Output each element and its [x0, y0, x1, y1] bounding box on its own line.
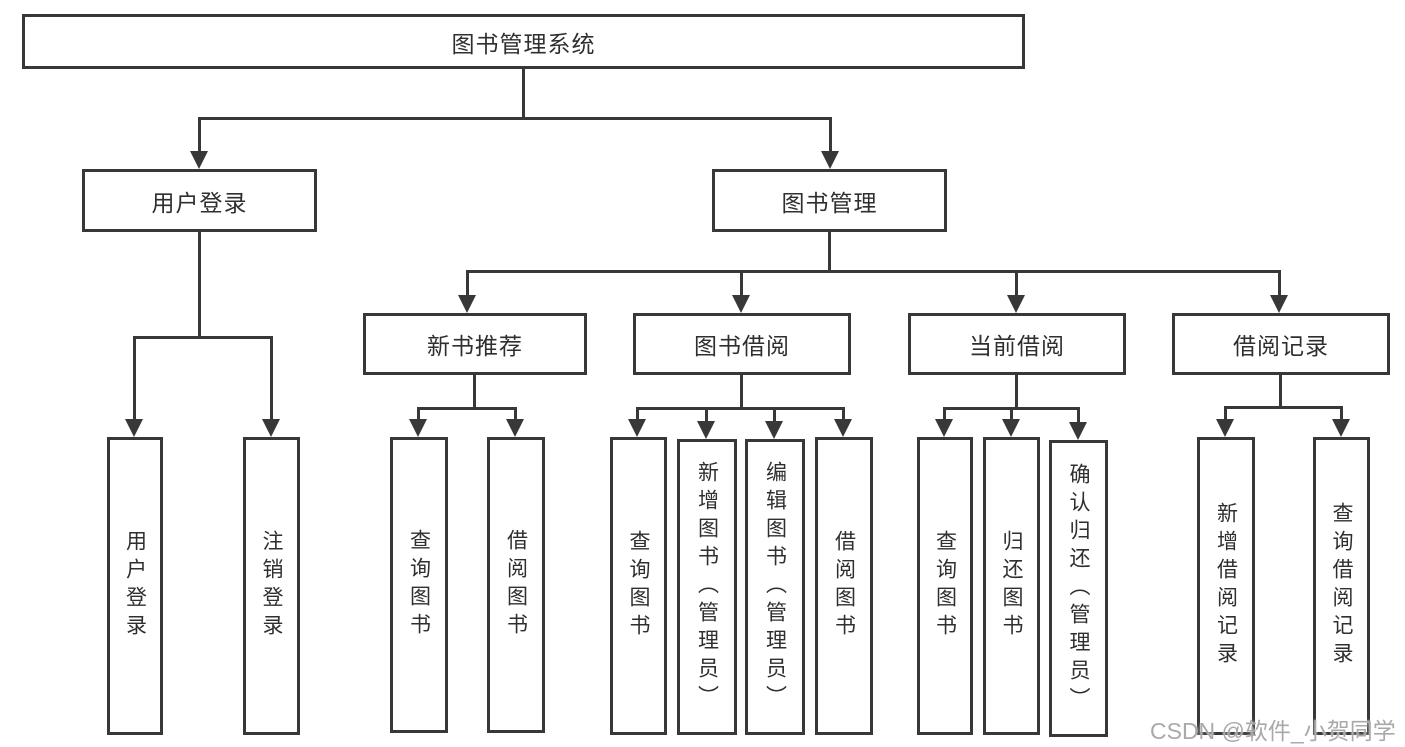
leaf-borrow-book-borrow-label: 借阅图书	[832, 530, 856, 642]
arrow-down-icon	[935, 419, 953, 437]
connector-line	[514, 407, 517, 421]
arrow-down-icon	[1069, 422, 1087, 440]
connector-line	[943, 407, 946, 421]
arrow-down-icon	[190, 151, 208, 169]
connector-line	[1077, 407, 1080, 424]
connector-line	[1279, 375, 1282, 406]
arrow-down-icon	[821, 151, 839, 169]
node-user-login-group-label: 用户登录	[151, 189, 248, 216]
connector-line	[740, 375, 743, 407]
leaf-return-book-label: 归还图书	[1000, 530, 1024, 642]
arrow-down-icon	[834, 419, 852, 437]
leaf-logout: 注销登录	[243, 437, 300, 735]
arrow-down-icon	[458, 295, 476, 313]
leaf-return-book: 归还图书	[983, 437, 1040, 735]
arrow-down-icon	[732, 295, 750, 313]
leaf-borrow-book-borrow: 借阅图书	[815, 437, 873, 735]
leaf-logout-label: 注销登录	[260, 530, 284, 642]
connector-line	[705, 407, 708, 423]
connector-line	[473, 375, 476, 407]
node-new-book-rec: 新书推荐	[363, 313, 587, 375]
node-root-label: 图书管理系统	[451, 30, 596, 57]
connector-line	[417, 407, 420, 421]
connector-line	[1340, 406, 1343, 421]
connector-line	[522, 69, 525, 117]
leaf-query-book-rec: 查询图书	[390, 437, 448, 733]
connector-line	[1015, 375, 1018, 407]
connector-line	[417, 407, 516, 410]
leaf-add-book-admin-label: 新增图书（管理员）	[695, 461, 719, 713]
node-book-borrow-label: 图书借阅	[694, 333, 790, 359]
arrow-down-icon	[262, 419, 280, 437]
arrow-down-icon	[1332, 419, 1350, 437]
leaf-user-login-label: 用户登录	[123, 530, 147, 642]
connector-line	[636, 407, 844, 410]
arrow-down-icon	[697, 421, 715, 439]
node-borrow-records-label: 借阅记录	[1233, 333, 1329, 359]
connector-line	[270, 336, 273, 421]
arrow-down-icon	[125, 419, 143, 437]
leaf-query-book-current: 查询图书	[917, 437, 973, 735]
leaf-query-book-borrow: 查询图书	[610, 437, 667, 735]
leaf-confirm-return-admin-label: 确认归还（管理员）	[1067, 462, 1091, 715]
connector-line	[1278, 270, 1281, 297]
leaf-borrow-book-rec-label: 借阅图书	[504, 529, 528, 641]
arrow-down-icon	[1270, 295, 1288, 313]
connector-line	[773, 407, 776, 423]
leaf-edit-book-admin: 编辑图书（管理员）	[745, 439, 805, 735]
connector-line	[1010, 407, 1013, 421]
node-root: 图书管理系统	[22, 14, 1025, 69]
leaf-user-login: 用户登录	[107, 437, 163, 735]
node-borrow-records: 借阅记录	[1172, 313, 1390, 375]
arrow-down-icon	[628, 419, 646, 437]
leaf-edit-book-admin-label: 编辑图书（管理员）	[763, 461, 787, 713]
arrow-down-icon	[506, 419, 524, 437]
connector-line	[1015, 270, 1018, 297]
connector-line	[636, 407, 639, 421]
node-current-borrow-label: 当前借阅	[969, 333, 1065, 359]
leaf-query-book-rec-label: 查询图书	[407, 529, 431, 641]
leaf-add-book-admin: 新增图书（管理员）	[677, 439, 737, 735]
connector-line	[133, 336, 136, 421]
connector-line	[466, 270, 1281, 273]
leaf-query-borrow-record-label: 查询借阅记录	[1330, 502, 1354, 670]
arrow-down-icon	[1007, 295, 1025, 313]
connector-line	[842, 407, 845, 421]
connector-line	[828, 232, 831, 270]
connector-line	[198, 117, 832, 120]
connector-line	[466, 270, 469, 297]
leaf-confirm-return-admin: 确认归还（管理员）	[1049, 440, 1108, 737]
arrow-down-icon	[765, 421, 783, 439]
arrow-down-icon	[1002, 419, 1020, 437]
leaf-query-book-borrow-label: 查询图书	[627, 530, 651, 642]
leaf-query-borrow-record: 查询借阅记录	[1313, 437, 1370, 735]
leaf-add-borrow-record-label: 新增借阅记录	[1214, 502, 1238, 670]
connector-line	[829, 117, 832, 153]
connector-line	[740, 270, 743, 297]
connector-line	[198, 232, 201, 336]
leaf-query-book-current-label: 查询图书	[933, 530, 957, 642]
csdn-watermark: CSDN @软件_小贺同学	[1150, 718, 1396, 744]
connector-line	[1224, 406, 1342, 409]
connector-line	[1224, 406, 1227, 421]
connector-line	[133, 336, 273, 339]
connector-line	[198, 117, 201, 153]
arrow-down-icon	[409, 419, 427, 437]
leaf-add-borrow-record: 新增借阅记录	[1197, 437, 1255, 735]
node-book-mgmt-group-label: 图书管理	[781, 189, 878, 216]
leaf-borrow-book-rec: 借阅图书	[487, 437, 545, 733]
node-user-login-group: 用户登录	[82, 169, 317, 232]
node-book-borrow: 图书借阅	[633, 313, 851, 375]
arrow-down-icon	[1216, 419, 1234, 437]
node-new-book-rec-label: 新书推荐	[427, 333, 523, 359]
node-book-mgmt-group: 图书管理	[712, 169, 947, 232]
node-current-borrow: 当前借阅	[908, 313, 1126, 375]
